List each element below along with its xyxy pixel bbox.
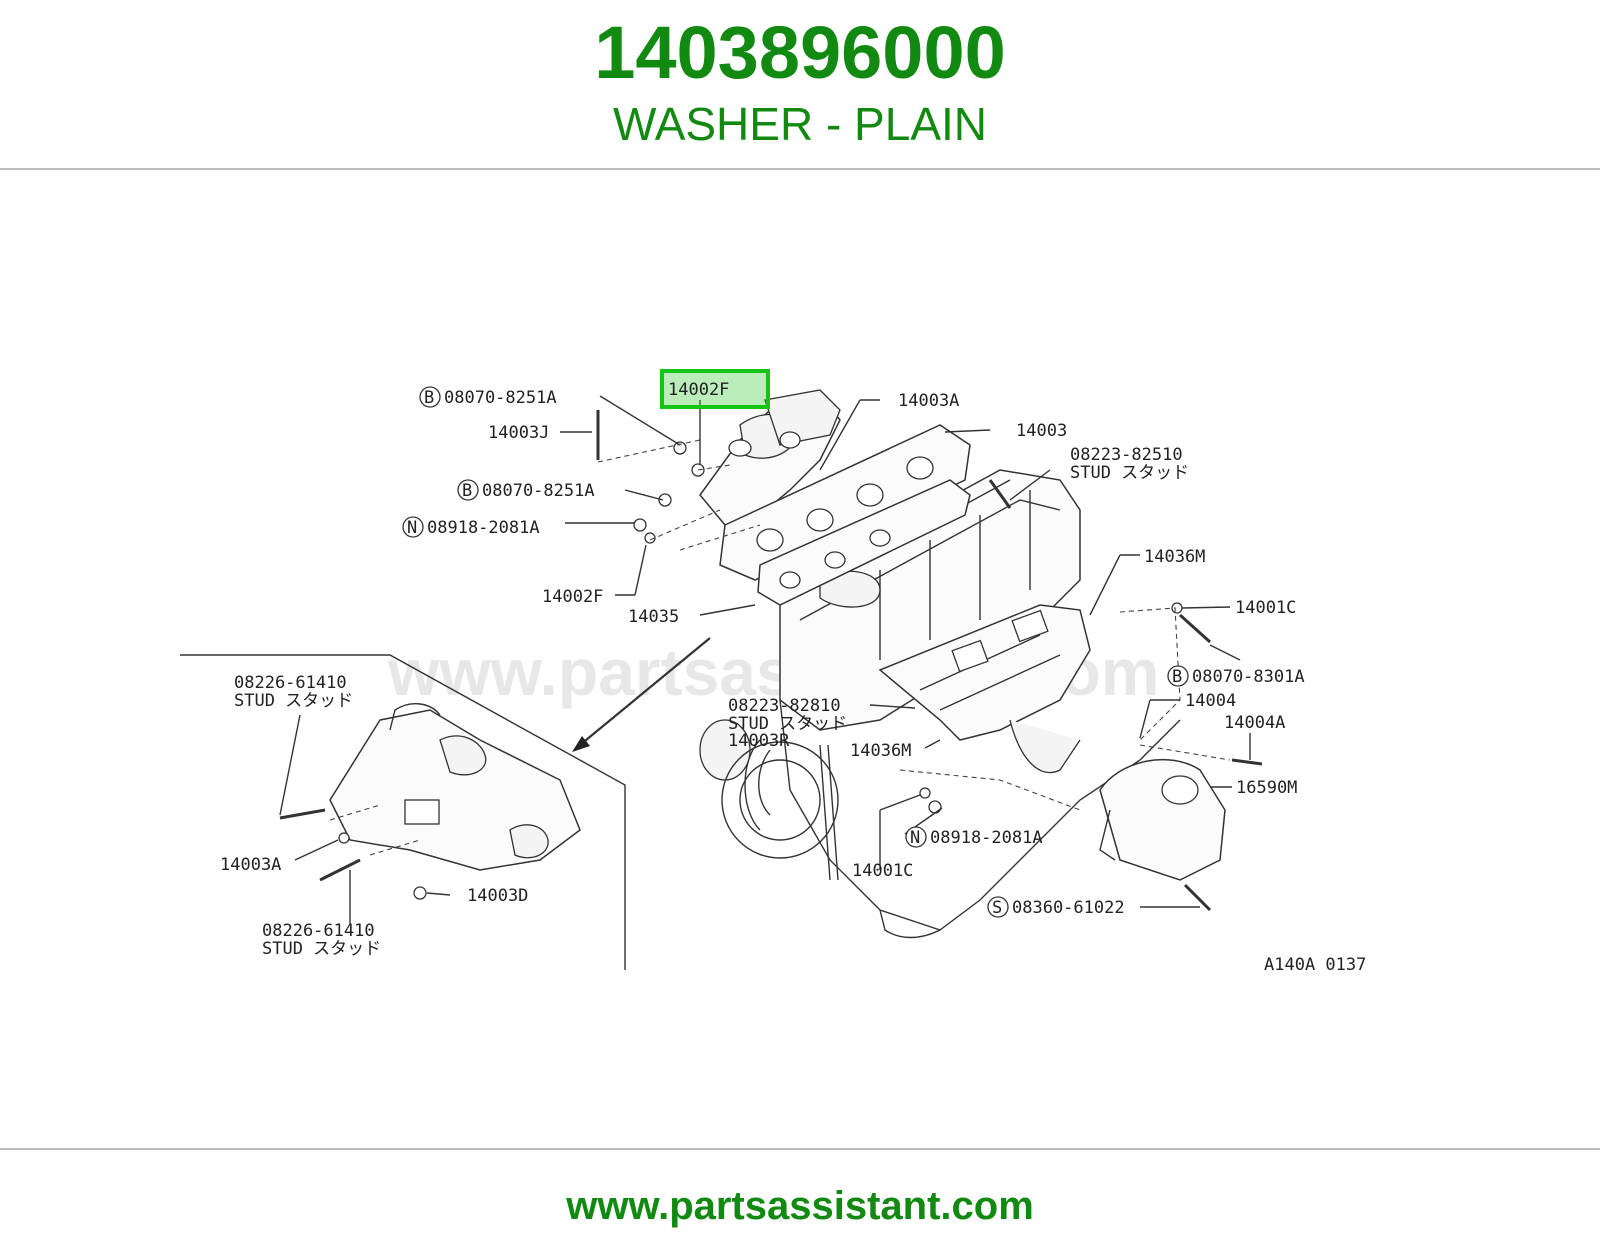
callout-16590M: 16590M [1236,778,1297,798]
callout-08070-8251A-top: 08070-8251A [444,388,557,408]
callout-14004A: 14004A [1224,713,1285,733]
callout-14003J: 14003J [488,423,549,443]
callout-08070-8301A: 08070-8301A [1192,667,1305,687]
callout-stud-2: STUD スタッド [234,691,353,711]
callout-stud-4: STUD スタッド [262,939,381,959]
marker-s-1: S [992,898,1002,918]
inset-manifold [329,703,581,871]
leader-lines [279,395,1251,925]
marker-n-1: N [407,518,417,538]
inset-arrow [572,637,711,752]
callout-14003D: 14003D [467,886,528,906]
part-name: WASHER - PLAIN [612,98,988,150]
callout-08226-61410-top: 08226-61410 [234,673,347,693]
marker-b-2: B [462,481,472,501]
manifold-gasket [757,479,971,606]
hardware [279,410,1263,912]
callout-14001C-right: 14001C [1235,598,1296,618]
exhaust-manifold [878,604,1091,774]
callout-14035: 14035 [628,607,679,627]
callout-14003A-top: 14003A [898,391,959,411]
callout-08223-82810: 08223-82810 [728,696,841,716]
circle-markers: B B N B N S [402,386,1189,918]
inset-frame [180,654,626,970]
marker-n-2: N [910,828,920,848]
callout-14003: 14003 [1016,421,1067,441]
callout-08226-61410-bottom: 08226-61410 [262,921,375,941]
heat-shield [1099,758,1226,881]
page-header: 1403896000 WASHER - PLAIN [0,0,1600,170]
footer-url[interactable]: www.partsassistant.com [566,1184,1034,1228]
header-divider [0,168,1600,170]
callout-14002F-top: 14002F [668,380,729,400]
callout-14003A-left: 14003A [220,855,281,875]
callout-14004: 14004 [1185,691,1236,711]
part-number: 1403896000 [594,11,1006,94]
callout-14003R: 14003R [728,731,790,751]
callout-08918-2081A-bottom: 08918-2081A [930,828,1043,848]
callout-stud-3: STUD スタッド [728,714,847,734]
exhaust-gasket [719,424,971,581]
alignment-lines [329,439,1231,856]
callout-08070-8251A-mid: 08070-8251A [482,481,595,501]
callout-stud-1: STUD スタッド [1070,463,1189,483]
figure-code: A140A 0137 [1264,955,1366,975]
callout-labels: 08070-8251A 14003J 14002F 14003A 14003 0… [220,380,1305,959]
callout-08918-2081A-left: 08918-2081A [427,518,540,538]
callout-14002F-left: 14002F [542,587,603,607]
marker-b-1: B [424,388,434,408]
marker-b-3: B [1172,667,1182,687]
callout-14036M-bottom: 14036M [850,741,911,761]
callout-14036M-top: 14036M [1144,547,1205,567]
footer-divider [0,1148,1600,1150]
highlight-box [660,369,770,409]
callout-14001C-bottom: 14001C [852,861,913,881]
callout-08360-61022: 08360-61022 [1012,898,1125,918]
callout-08223-82510: 08223-82510 [1070,445,1183,465]
parts-diagram: www.partsassistant.com [180,369,1366,975]
